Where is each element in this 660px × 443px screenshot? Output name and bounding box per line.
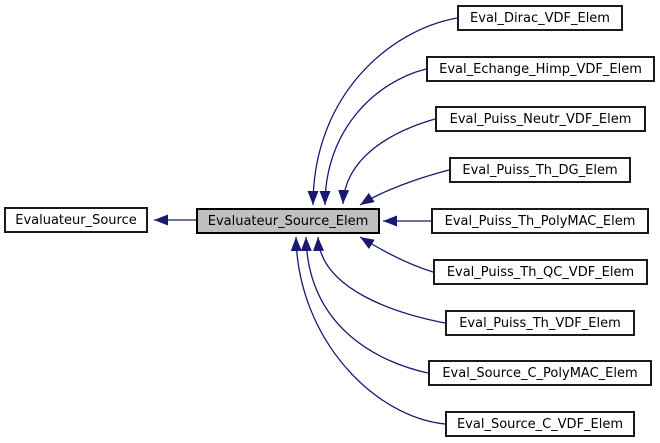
class-node-eval-puiss-th-qc-vdf-elem[interactable]: Eval_Puiss_Th_QC_VDF_Elem: [433, 259, 648, 285]
class-node-label: Eval_Source_C_VDF_Elem: [456, 416, 624, 432]
class-node-label: Eval_Source_C_PolyMAC_Elem: [442, 365, 638, 381]
class-node-label: Eval_Puiss_Th_DG_Elem: [462, 162, 618, 178]
class-node-label: Eval_Puiss_Neutr_VDF_Elem: [449, 111, 632, 127]
class-node-eval-echange-himp-vdf-elem[interactable]: Eval_Echange_Himp_VDF_Elem: [426, 56, 655, 82]
class-node-label: Eval_Puiss_Th_PolyMAC_Elem: [444, 213, 636, 229]
inheritance-edge-eval-source-c-polymac-elem-to-evaluateur-source-elem: [300, 236, 429, 374]
class-node-label: Eval_Dirac_VDF_Elem: [470, 10, 610, 26]
inheritance-edge-eval-puiss-th-dg-elem-to-evaluateur-source-elem: [359, 169, 450, 206]
class-node-label: Evaluateur_Source_Elem: [207, 213, 369, 229]
class-node-eval-source-c-polymac-elem[interactable]: Eval_Source_C_PolyMAC_Elem: [428, 360, 652, 386]
inheritance-edge-eval-puiss-th-qc-vdf-elem-to-evaluateur-source-elem: [359, 236, 434, 273]
class-node-eval-dirac-vdf-elem[interactable]: Eval_Dirac_VDF_Elem: [457, 5, 623, 31]
inheritance-edge-eval-echange-himp-vdf-elem-to-evaluateur-source-elem: [319, 68, 427, 206]
class-node-label: Eval_Puiss_Th_VDF_Elem: [459, 315, 621, 331]
inheritance-edge-eval-puiss-neutr-vdf-elem-to-evaluateur-source-elem: [338, 118, 436, 205]
class-node-label: Evaluateur_Source: [15, 212, 137, 228]
class-node-eval-source-c-vdf-elem[interactable]: Eval_Source_C_VDF_Elem: [445, 411, 635, 437]
class-node-eval-puiss-neutr-vdf-elem[interactable]: Eval_Puiss_Neutr_VDF_Elem: [435, 106, 646, 132]
edge-group: [154, 17, 458, 425]
class-node-eval-puiss-th-polymac-elem[interactable]: Eval_Puiss_Th_PolyMAC_Elem: [431, 208, 649, 234]
class-node-label: Eval_Echange_Himp_VDF_Elem: [439, 61, 642, 77]
inheritance-edge-eval-dirac-vdf-elem-to-evaluateur-source-elem: [307, 17, 458, 206]
inheritance-edge-eval-puiss-th-vdf-elem-to-evaluateur-source-elem: [313, 236, 446, 324]
class-node-eval-puiss-th-vdf-elem[interactable]: Eval_Puiss_Th_VDF_Elem: [445, 310, 635, 336]
class-node-eval-puiss-th-dg-elem[interactable]: Eval_Puiss_Th_DG_Elem: [449, 157, 631, 183]
inheritance-edge-eval-source-c-vdf-elem-to-evaluateur-source-elem: [290, 236, 446, 425]
class-node-label: Eval_Puiss_Th_QC_VDF_Elem: [446, 264, 635, 280]
class-node-evaluateur-source[interactable]: Evaluateur_Source: [4, 207, 148, 233]
class-node-evaluateur-source-elem: Evaluateur_Source_Elem: [196, 208, 380, 234]
